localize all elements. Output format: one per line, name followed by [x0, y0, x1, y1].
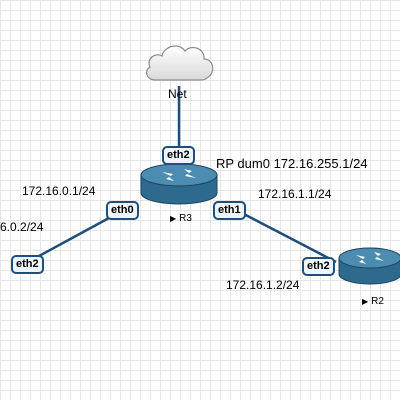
interface-r2-eth2[interactable]: eth2: [302, 257, 335, 276]
r1-eth2-address: 6.0.2/24: [0, 220, 44, 234]
router-r3-name: ▶R3: [170, 213, 192, 224]
router-r2-label: R2: [371, 296, 384, 307]
interface-r3-eth2[interactable]: eth2: [162, 146, 195, 165]
link-r3-r1: [27, 210, 121, 264]
interface-r3-eth1[interactable]: eth1: [213, 201, 246, 220]
link-r3-r2: [239, 210, 337, 264]
play-icon: ▶: [170, 214, 177, 223]
r3-eth1-address: 172.16.1.1/24: [258, 187, 332, 201]
cloud-icon: [145, 45, 214, 81]
router-r2-icon: [338, 247, 400, 285]
router-r3-label: R3: [179, 213, 192, 224]
rp-dum0-address: RP dum0 172.16.255.1/24: [216, 156, 368, 171]
router-r2-name: ▶R2: [362, 296, 384, 307]
interface-r3-eth0[interactable]: eth0: [106, 201, 139, 220]
r2-eth2-address: 172.16.1.2/24: [226, 278, 300, 292]
play-icon: ▶: [362, 297, 369, 306]
router-r3-icon: [140, 163, 218, 205]
r3-eth0-address: 172.16.0.1/24: [22, 184, 96, 198]
cloud-label: Net: [168, 87, 187, 101]
interface-r1-eth2[interactable]: eth2: [11, 255, 44, 274]
